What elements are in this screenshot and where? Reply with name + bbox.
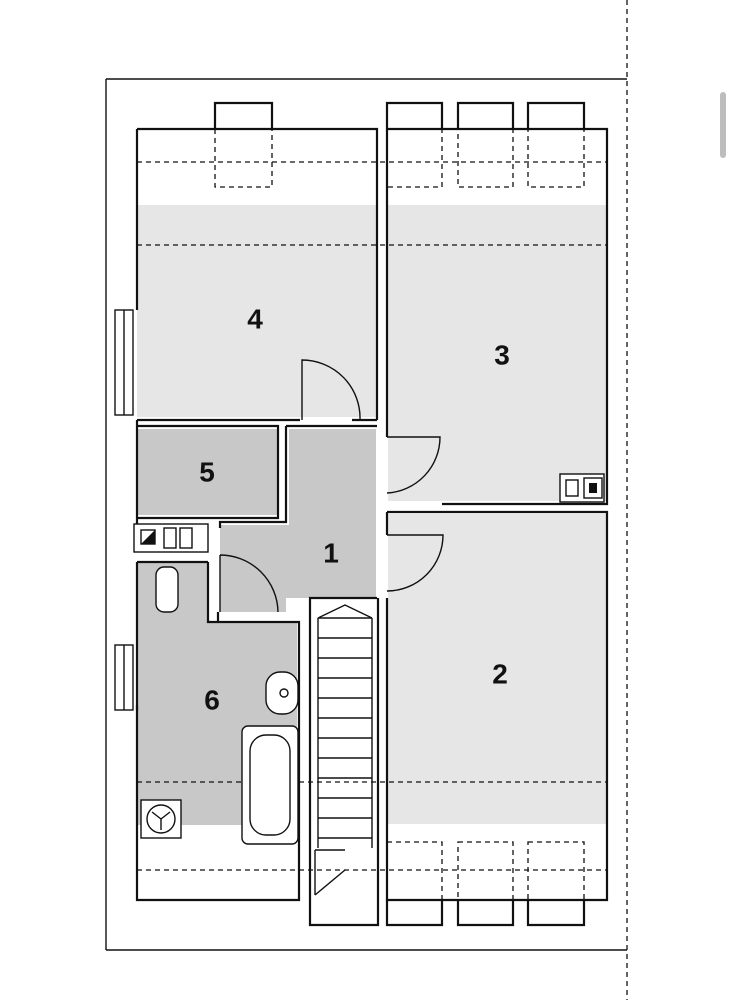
door-room-2: [386, 534, 444, 592]
stair-stringers: [317, 604, 373, 848]
room-5-label: 5: [199, 456, 215, 487]
side-windows: [114, 309, 134, 711]
room-4-floor: [137, 205, 377, 417]
stair-landing-arrow: [314, 849, 346, 896]
toilet-fixture: [155, 566, 179, 613]
dormer-2b-outline: [457, 841, 514, 901]
heater-icon-core: [589, 483, 597, 493]
property-boundary: [105, 0, 628, 1000]
sink-drain: [279, 688, 289, 698]
room-1-floor: [220, 429, 376, 612]
dormer-2c-outline: [527, 841, 585, 901]
room-6-walls: [135, 562, 301, 902]
room-1-walls: [218, 424, 377, 528]
walls: [135, 127, 609, 927]
dormer-3b-outline: [457, 128, 514, 188]
dormer-room-4-outline: [214, 128, 273, 188]
room-labels: 1 2 3 4 5 6: [199, 303, 510, 715]
dormer-2a-outline: [386, 841, 443, 901]
room-5-floor: [137, 429, 277, 515]
dormers-room-2: [385, 900, 586, 927]
meter-icon-fill: [141, 530, 155, 544]
vent-icon: [565, 479, 579, 497]
dormer-3c-outline: [527, 128, 585, 188]
room-2-walls: [385, 510, 609, 902]
room-3-floor: [388, 205, 607, 501]
vent-icon: [179, 527, 193, 549]
room-2-floor: [388, 514, 607, 824]
scrollbar-thumb[interactable]: [720, 92, 726, 158]
doors: [219, 359, 444, 896]
door-room-6: [219, 554, 279, 613]
bathtub-basin: [249, 734, 291, 836]
dormer-room-4: [213, 101, 274, 129]
floor-fills: [137, 205, 607, 825]
staircase: [317, 604, 373, 848]
bathroom-fixtures: [140, 566, 299, 845]
vent-icon: [163, 527, 177, 549]
fan-blades: [151, 811, 171, 830]
stair-walls: [308, 596, 380, 927]
room-2-label: 2: [492, 658, 508, 689]
dormer-3a-outline: [386, 128, 443, 188]
room-5-walls: [137, 424, 280, 520]
dormers-room-3: [385, 101, 586, 129]
door-room-4: [301, 359, 361, 421]
room-1-label: 1: [323, 537, 339, 568]
dormers-top: [137, 101, 607, 246]
room-6-label: 6: [204, 684, 220, 715]
room-3-label: 3: [494, 339, 510, 370]
room-4-label: 4: [247, 303, 263, 334]
utility-fixtures: [133, 473, 605, 553]
door-room-3: [386, 436, 441, 494]
